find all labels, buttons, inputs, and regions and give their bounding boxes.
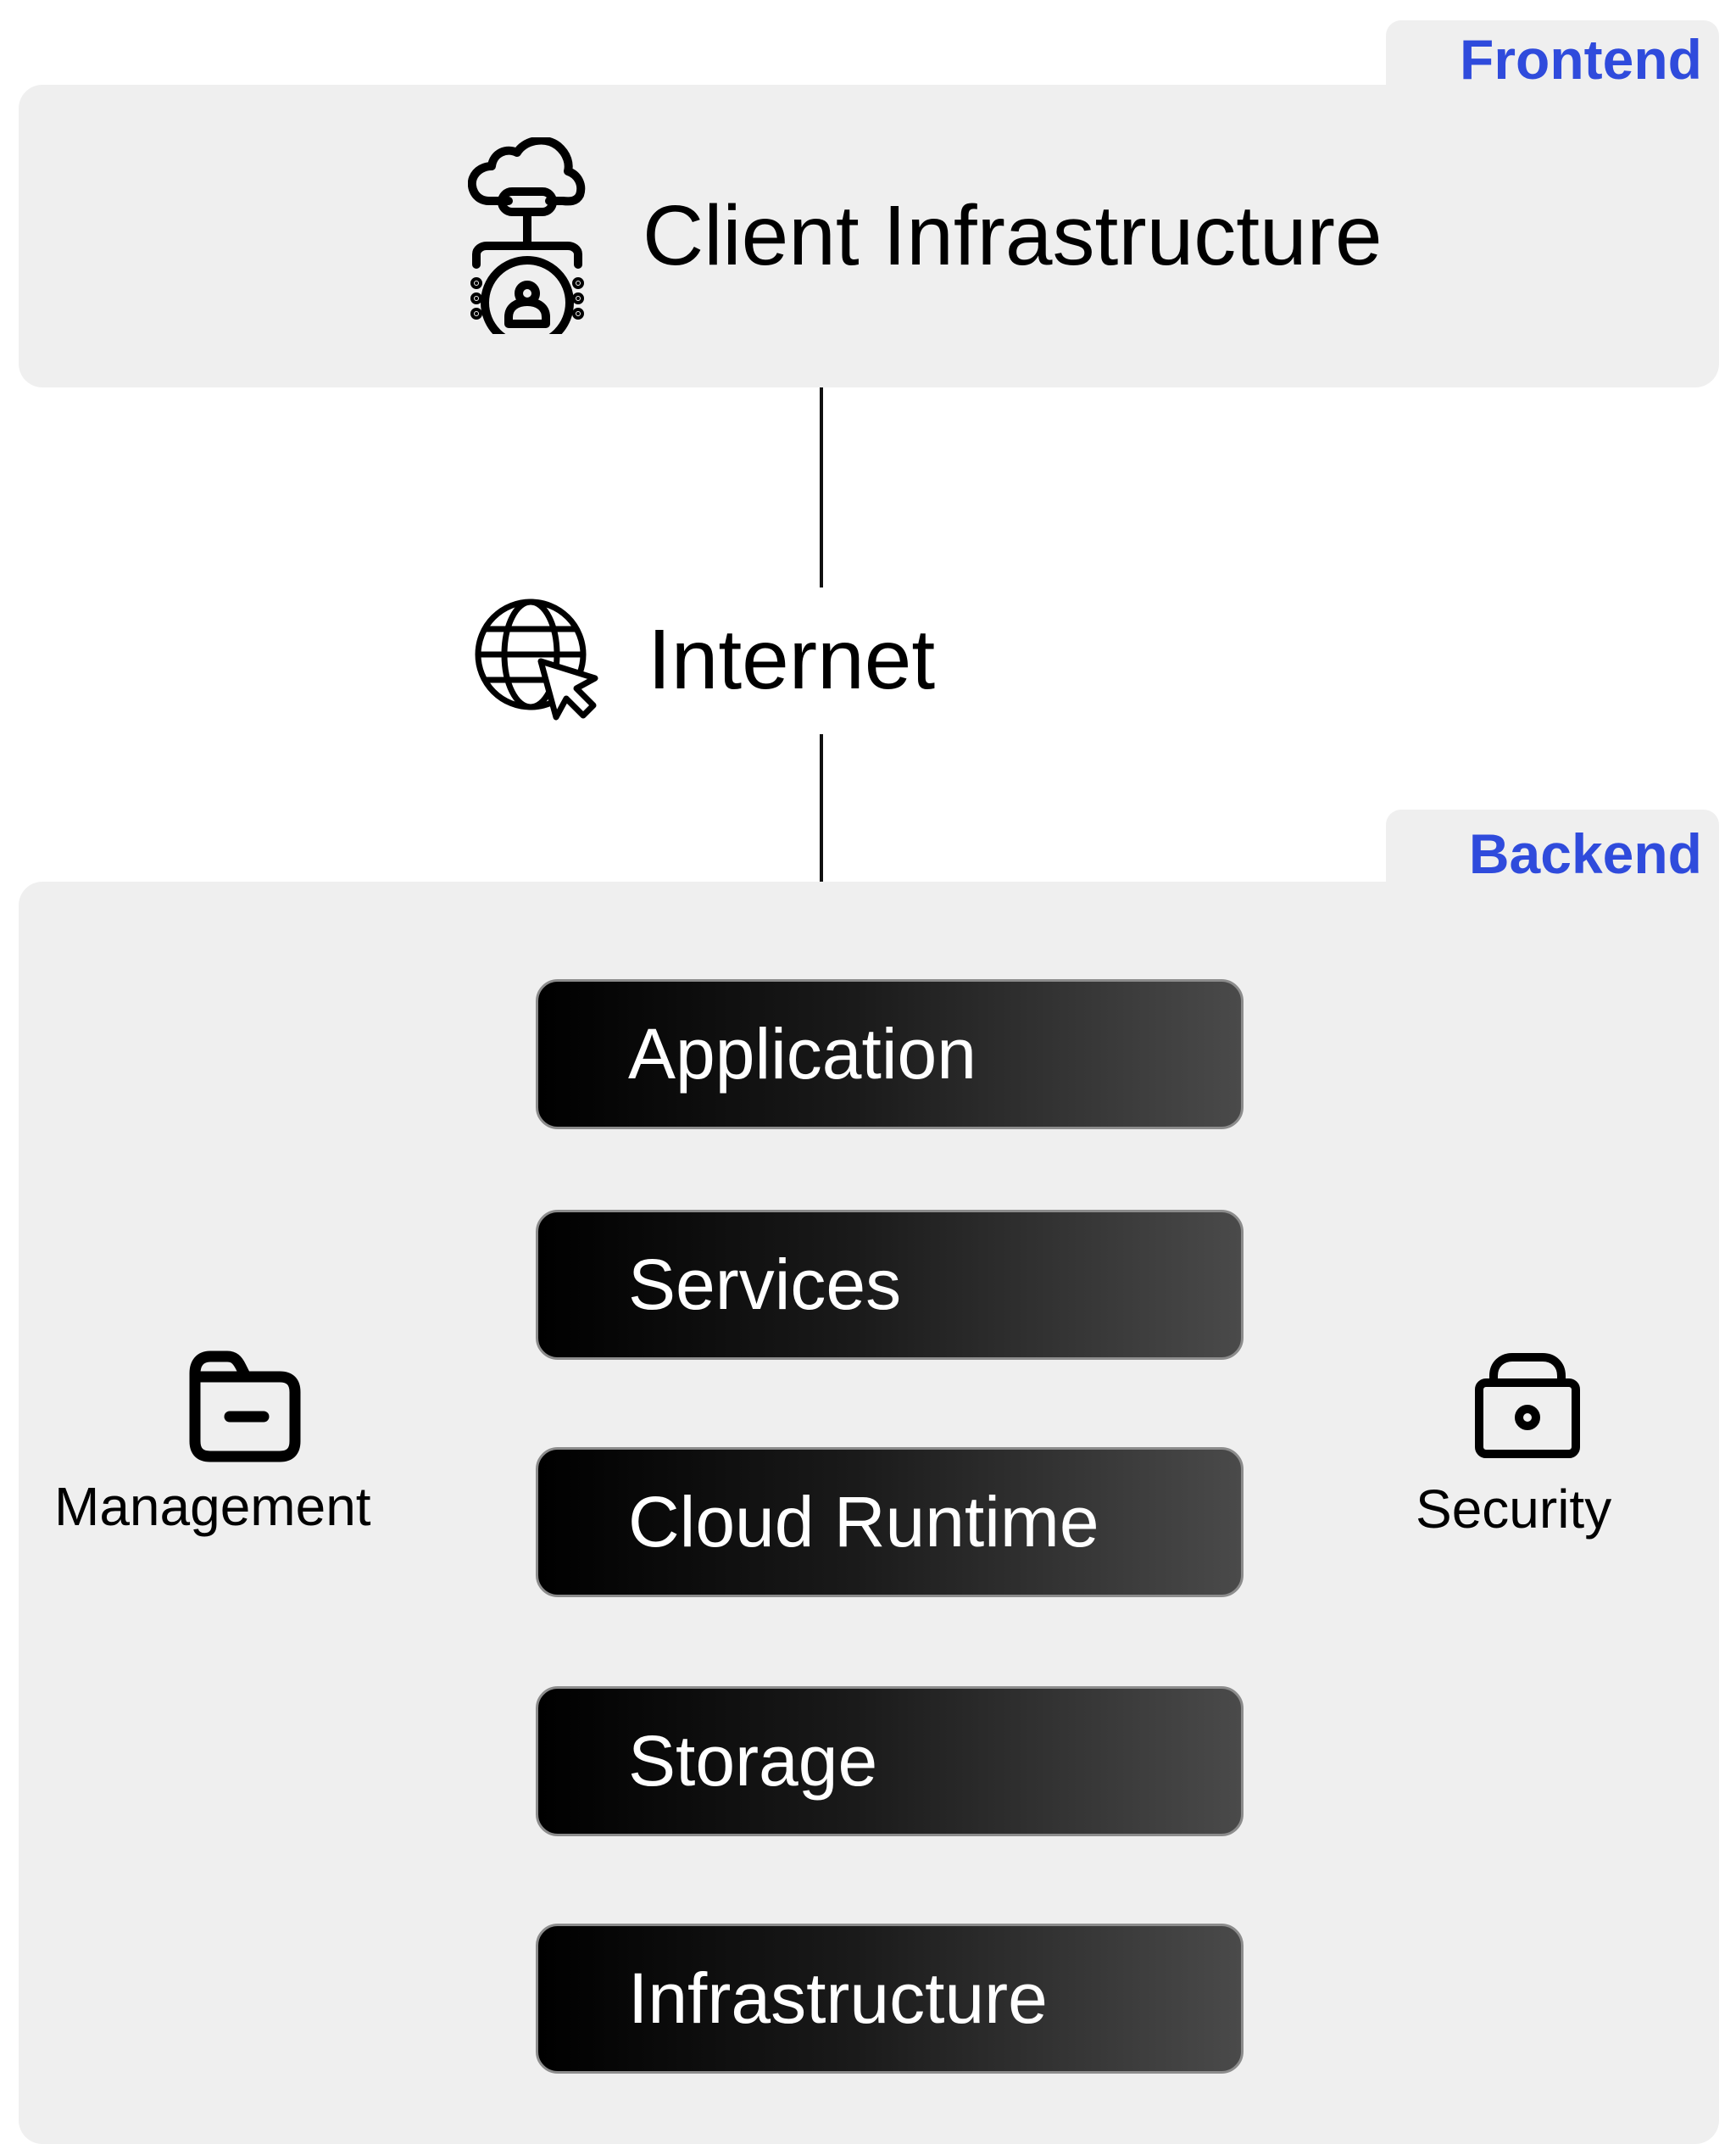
cloud-user-network-icon <box>468 137 604 334</box>
layer-storage: Storage <box>536 1686 1244 1836</box>
folder-minus-icon <box>188 1350 302 1463</box>
layer-label: Storage <box>628 1721 878 1801</box>
layer-infrastructure: Infrastructure <box>536 1924 1244 2074</box>
backend-tab-label: Backend <box>1468 822 1702 885</box>
layer-label: Services <box>628 1245 902 1324</box>
security-label: Security <box>1416 1479 1612 1540</box>
layer-label: Infrastructure <box>628 1958 1048 2038</box>
layer-label: Cloud Runtime <box>628 1482 1099 1562</box>
frontend-tab-label: Frontend <box>1460 28 1702 91</box>
management-label: Management <box>54 1476 371 1537</box>
globe-cursor-icon <box>475 599 602 721</box>
frontend-tab: Frontend <box>1386 20 1719 97</box>
layer-services: Services <box>536 1210 1244 1360</box>
frontend-panel <box>19 85 1719 387</box>
layer-application: Application <box>536 979 1244 1129</box>
internet-label: Internet <box>648 612 936 707</box>
layer-cloud-runtime: Cloud Runtime <box>536 1447 1244 1597</box>
connector-frontend-internet <box>820 387 823 588</box>
layer-label: Application <box>628 1014 976 1094</box>
connector-internet-backend <box>820 734 823 882</box>
backend-tab: Backend <box>1386 810 1719 894</box>
frontend-title: Client Infrastructure <box>643 188 1383 283</box>
lock-icon <box>1475 1352 1580 1459</box>
